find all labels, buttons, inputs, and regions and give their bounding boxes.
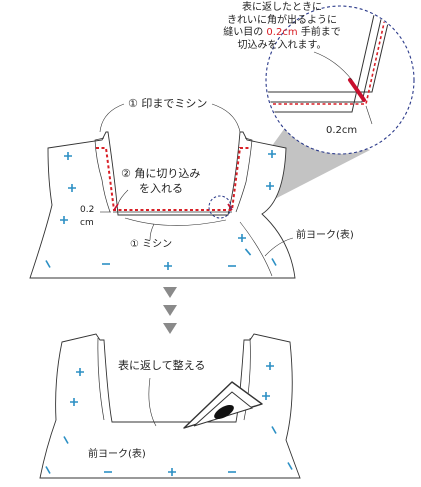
callout-line-3-post: 手前まで: [300, 27, 341, 38]
step2-right-facing: [243, 337, 251, 421]
minus-mark: [45, 466, 51, 474]
step1-swoosh-right: [239, 221, 273, 277]
zoom-measure-line: [365, 105, 373, 125]
plus-mark: [68, 184, 76, 192]
stitching-line: [96, 147, 250, 211]
minus-mark: [63, 436, 69, 444]
zoom-measure-label: 0.2cm: [326, 125, 358, 136]
triangle-down-icon: [163, 305, 177, 316]
corner-highlight-circle: [208, 195, 232, 219]
sew-to-mark-pointer-left: [99, 103, 125, 133]
seam-allowance-value: 0.2: [80, 205, 95, 215]
callout-line-4: 切込みを入れます。: [237, 39, 327, 51]
plus-mark: [60, 216, 68, 224]
step1-right-facing: [235, 137, 253, 213]
step1-left-facing: [94, 137, 111, 213]
step2-piece-label: 前ヨーク(表): [88, 449, 146, 460]
callout-highlight-value: 0.2cm: [266, 27, 298, 38]
step2-outline: [39, 333, 301, 479]
turn-and-press-label: 表に返して整える: [118, 359, 206, 372]
zoom-clip-mark: [348, 78, 366, 102]
sew-to-mark-label: ① 印までミシン: [128, 97, 208, 110]
iron-handle: [214, 405, 234, 419]
triangle-down-icon: [163, 287, 177, 298]
iron-icon: [183, 381, 263, 429]
step2-left-facing: [97, 337, 105, 421]
left-clip-mark: [113, 203, 119, 211]
sew-label-pointer: [149, 223, 155, 241]
plus-mark: [238, 234, 246, 242]
step1-outline: [29, 131, 296, 279]
plus-mark: [266, 362, 274, 370]
right-clip-mark: [227, 203, 233, 211]
plus-mark: [64, 152, 72, 160]
zoom-fabric-inner: [267, 7, 385, 103]
seam-allowance-unit: cm: [80, 218, 94, 228]
zoom-circle: [265, 5, 415, 155]
zoom-fabric-edge: [267, 7, 377, 113]
callout-pointer: [313, 51, 353, 81]
callout-line-2: きれいに角が出るように: [227, 14, 337, 26]
clip-corner-label-1: ② 角に切り込み: [121, 167, 201, 180]
zoom-stitch: [267, 13, 387, 105]
callout-line-3-pre: 縫い目の: [223, 27, 264, 38]
zoom-detail: [265, 5, 415, 155]
callout-line-3: 縫い目の 0.2cm 手前まで: [212, 27, 352, 40]
clip-corner-label-2: を入れる: [139, 182, 183, 195]
triangle-down-icon: [163, 323, 177, 334]
minus-mark: [287, 462, 293, 470]
minus-mark: [45, 260, 51, 268]
zoom-fabric-outer: [267, 7, 393, 93]
step-arrows: [163, 287, 177, 334]
plus-mark: [262, 392, 270, 400]
seam-marks: [45, 150, 293, 476]
callout-line-1: 表に返したときに: [242, 2, 322, 13]
plus-mark: [268, 150, 276, 158]
plus-mark: [168, 468, 176, 476]
step1-yoke-piece: [29, 103, 296, 279]
callout-note: 表に返したときに きれいに角が出るように 縫い目の 0.2cm 手前まで 切込み…: [212, 2, 352, 52]
sew-to-mark-pointer-right: [211, 103, 241, 133]
plus-mark: [70, 398, 78, 406]
step1-piece-label: 前ヨーク(表): [296, 230, 354, 241]
sew-label: ① ミシン: [130, 239, 173, 250]
step2-yoke-piece: [39, 333, 301, 479]
minus-mark: [271, 258, 277, 266]
plus-mark: [266, 182, 274, 190]
step2-label-pointer: [148, 377, 157, 427]
clip-corner-pointer: [117, 189, 129, 205]
piece-label-pointer: [264, 237, 294, 257]
step1-swoosh-left: [124, 217, 227, 226]
plus-mark: [164, 262, 172, 270]
minus-mark: [244, 248, 252, 256]
plus-mark: [76, 368, 84, 376]
minus-mark: [271, 426, 277, 434]
